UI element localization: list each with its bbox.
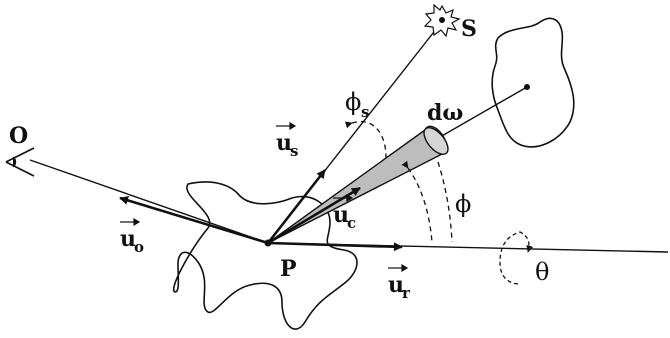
- vector-overarrows: [120, 121, 409, 273]
- label-point-p: P: [280, 256, 297, 282]
- label-phi: ϕ: [455, 190, 471, 218]
- label-u-s-sub: s: [290, 142, 298, 160]
- vector-u-s: [266, 169, 327, 244]
- phi-s-arc: [344, 120, 387, 159]
- object-blob: [491, 17, 575, 148]
- vector-u-o: [119, 196, 269, 245]
- label-observer: O: [9, 123, 28, 149]
- label-u-c-sub: c: [347, 214, 356, 232]
- phi-arc-inner: [401, 160, 433, 243]
- label-phi-s-sub: s: [361, 103, 369, 121]
- object-direction-line: [439, 86, 528, 138]
- label-theta: θ: [535, 258, 549, 286]
- source-star-icon: [423, 3, 461, 38]
- vector-u-r: [267, 241, 403, 252]
- label-d-omega: dω: [427, 100, 463, 126]
- surface-patch: [172, 181, 358, 330]
- label-u-r: u: [388, 272, 404, 298]
- phi-arc-outer: [437, 161, 453, 243]
- theta-rotation-arc: [499, 231, 534, 285]
- label-u-c: u: [333, 202, 349, 228]
- observer-eye-icon: [5, 147, 35, 177]
- label-u-r-sub: r: [402, 284, 411, 302]
- label-u-o: u: [120, 226, 136, 252]
- label-phi-s: ϕ: [345, 88, 361, 116]
- observer-direction-line: [29, 159, 269, 244]
- solid-angle-cap: [423, 127, 449, 155]
- label-source: S: [461, 16, 477, 42]
- point-p-dot: [264, 239, 272, 247]
- label-u-s: u: [276, 130, 292, 156]
- label-u-o-sub: o: [134, 238, 144, 256]
- vector-u-c: [267, 186, 361, 245]
